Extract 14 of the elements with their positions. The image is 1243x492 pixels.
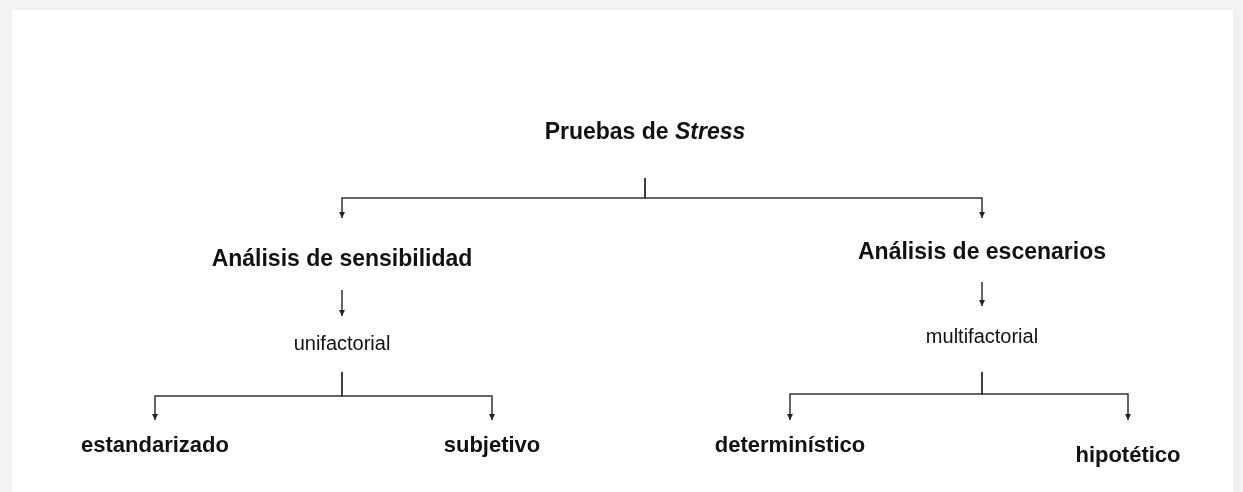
connector-arrow	[981, 371, 1131, 421]
category-label: unifactorial	[292, 332, 392, 355]
heading-label: Pruebas de Stress	[543, 118, 747, 145]
connector-arrow	[341, 371, 495, 421]
heading-label: Análisis de sensibilidad	[210, 245, 474, 272]
heading-label: Análisis de escenarios	[857, 238, 1107, 265]
connector-arrow	[644, 177, 985, 219]
leaf-label: determinístico	[713, 432, 867, 458]
connector-arrow	[339, 289, 345, 317]
leaf-label: estandarizado	[80, 432, 230, 458]
connector-arrow	[979, 281, 985, 307]
leaf-label: subjetivo	[442, 432, 542, 458]
leaf-label: hipotético	[1074, 442, 1182, 468]
category-label: multifactorial	[924, 325, 1040, 348]
